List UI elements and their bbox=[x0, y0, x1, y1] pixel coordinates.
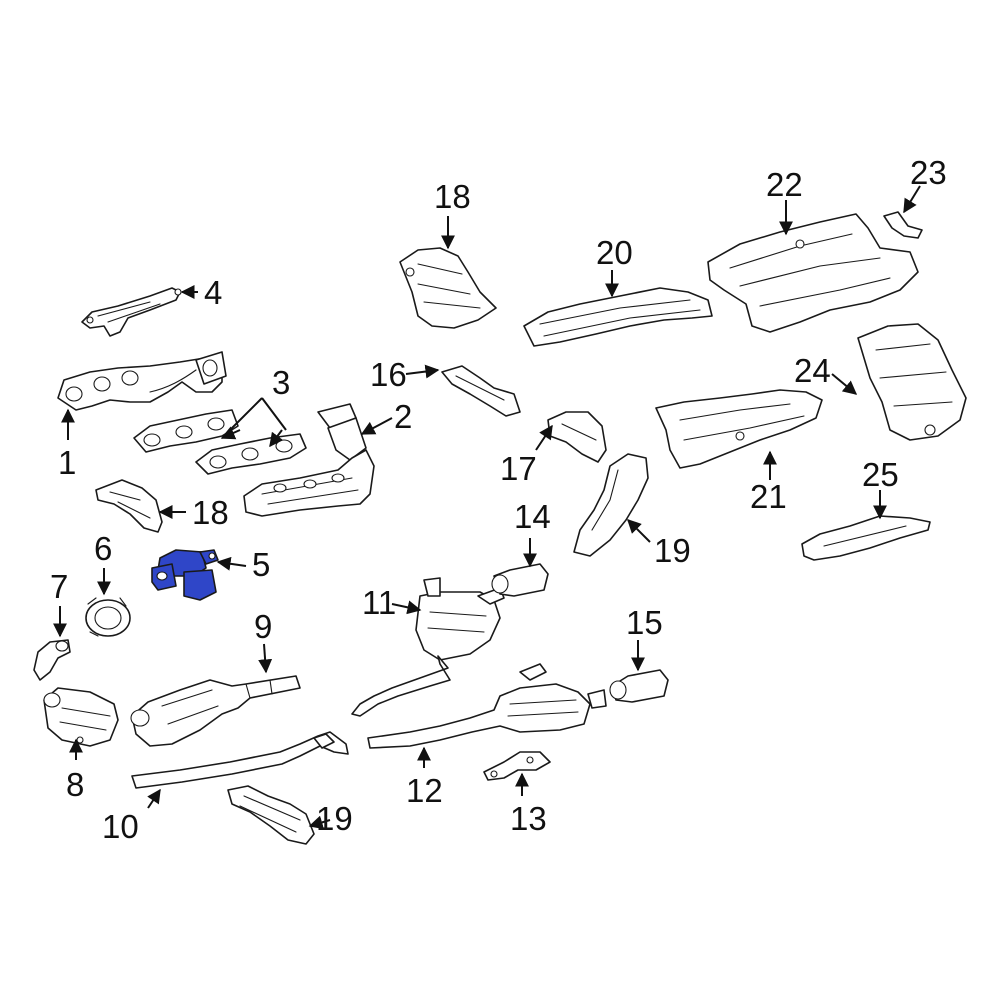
part-10-intermediate-pipe[interactable] bbox=[131, 731, 349, 789]
part-20-tunnel-heat-shield[interactable] bbox=[523, 287, 713, 347]
callout-18-left: 18 bbox=[192, 494, 229, 531]
part-3-manifold-gaskets[interactable] bbox=[133, 409, 307, 475]
callout-20: 20 bbox=[596, 234, 633, 271]
callout-16: 16 bbox=[370, 356, 407, 393]
callout-21: 21 bbox=[750, 478, 787, 515]
callout-18-top: 18 bbox=[434, 178, 471, 215]
callout-5: 5 bbox=[252, 546, 270, 583]
callout-19-bottom: 19 bbox=[316, 800, 353, 837]
callout-13: 13 bbox=[510, 800, 547, 837]
callout-25: 25 bbox=[862, 456, 899, 493]
part-23-bracket[interactable] bbox=[883, 211, 923, 239]
callout-19-middle: 19 bbox=[654, 532, 691, 569]
callout-6: 6 bbox=[94, 530, 112, 567]
part-6-flange-clamp[interactable] bbox=[85, 597, 131, 637]
part-21-heat-shield[interactable] bbox=[655, 389, 823, 469]
callout-labels: 1 2 3 4 5 6 7 8 9 10 11 12 13 14 15 16 1… bbox=[50, 154, 947, 845]
part-8-catalytic-converter[interactable] bbox=[43, 687, 119, 747]
callout-3: 3 bbox=[272, 364, 290, 401]
part-2-exhaust-manifold[interactable] bbox=[243, 403, 375, 517]
part-16-heat-shield[interactable] bbox=[441, 365, 521, 417]
callout-22: 22 bbox=[766, 166, 803, 203]
part-24-heat-shield[interactable] bbox=[857, 323, 967, 441]
part-13-hanger-bracket[interactable] bbox=[483, 751, 551, 781]
part-19-heat-shield-middle[interactable] bbox=[573, 453, 649, 557]
part-15-exhaust-tip[interactable] bbox=[609, 669, 669, 703]
callout-14: 14 bbox=[514, 498, 551, 535]
callout-8: 8 bbox=[66, 766, 84, 803]
part-18-heat-shield-left[interactable] bbox=[95, 479, 163, 533]
part-7-pipe-elbow[interactable] bbox=[33, 639, 71, 681]
part-14-exhaust-tip[interactable] bbox=[491, 563, 549, 597]
callout-7: 7 bbox=[50, 568, 68, 605]
part-19-heat-shield-bottom[interactable] bbox=[227, 785, 315, 845]
part-22-heat-shield[interactable] bbox=[707, 213, 919, 333]
callout-15: 15 bbox=[626, 604, 663, 641]
callout-2: 2 bbox=[394, 398, 412, 435]
callout-9: 9 bbox=[254, 608, 272, 645]
callout-1: 1 bbox=[58, 444, 76, 481]
callout-24: 24 bbox=[794, 352, 831, 389]
callout-4: 4 bbox=[204, 274, 222, 311]
part-4-heat-shield-bracket[interactable] bbox=[81, 287, 182, 337]
part-5-solenoid-valve-highlighted[interactable] bbox=[151, 549, 219, 601]
part-18-heat-shield-top[interactable] bbox=[399, 247, 497, 329]
callout-23: 23 bbox=[910, 154, 947, 191]
part-17-heat-shield[interactable] bbox=[547, 411, 607, 463]
callout-12: 12 bbox=[406, 772, 443, 809]
leader-lines bbox=[53, 185, 921, 830]
callout-17: 17 bbox=[500, 450, 537, 487]
part-11-rear-muffler[interactable] bbox=[351, 577, 505, 717]
part-25-bracket[interactable] bbox=[801, 515, 931, 561]
callout-10: 10 bbox=[102, 808, 139, 845]
callout-11: 11 bbox=[362, 584, 396, 621]
part-1-exhaust-manifold[interactable] bbox=[57, 351, 227, 411]
part-12-muffler-right[interactable] bbox=[367, 663, 607, 749]
part-9-converter-pipe[interactable] bbox=[130, 675, 301, 747]
